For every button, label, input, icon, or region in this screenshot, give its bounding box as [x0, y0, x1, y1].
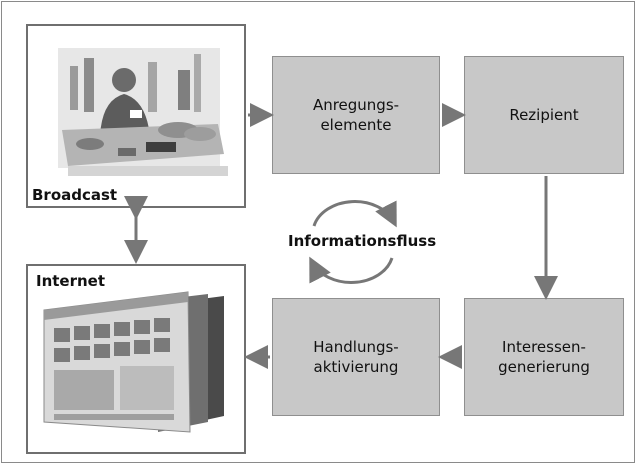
broadcast-panel: Broadcast	[26, 24, 246, 208]
box-interessengenerierung-label: Interessen- generierung	[498, 338, 590, 376]
box-handlungsaktivierung: Handlungs- aktivierung	[272, 298, 440, 416]
box-rezipient: Rezipient	[464, 56, 624, 174]
broadcast-tv-studio-illustration	[28, 26, 244, 206]
box-rezipient-label: Rezipient	[509, 106, 579, 124]
box-anregungselemente-label: Anregungs- elemente	[312, 96, 400, 134]
internet-website-illustration	[28, 266, 244, 452]
box-anregungselemente: Anregungs- elemente	[272, 56, 440, 174]
broadcast-label: Broadcast	[32, 186, 118, 204]
internet-panel: Internet	[26, 264, 246, 454]
internet-label: Internet	[36, 272, 106, 290]
informationsfluss-label: Informationsfluss	[288, 232, 437, 250]
cycle-arrow-top	[312, 200, 397, 228]
cycle-arrow-bottom	[309, 256, 394, 284]
box-handlungsaktivierung-label: Handlungs- aktivierung	[313, 338, 399, 376]
box-interessengenerierung: Interessen- generierung	[464, 298, 624, 416]
